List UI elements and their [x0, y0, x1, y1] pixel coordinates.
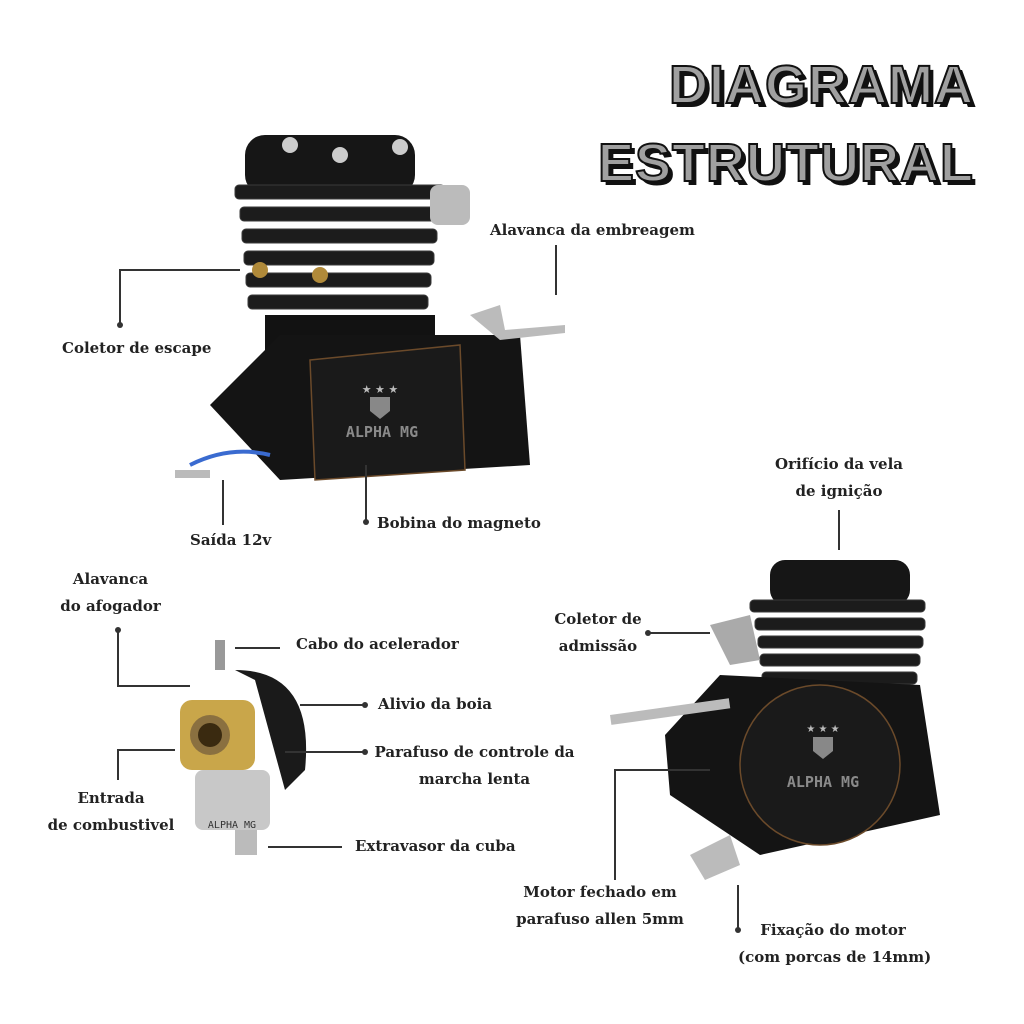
label-line: de combustivel — [47, 816, 175, 834]
leader-dot — [362, 749, 368, 755]
leader-line — [117, 749, 175, 751]
leader-line — [119, 269, 240, 271]
leader-line — [117, 685, 190, 687]
leader-line — [555, 245, 557, 295]
leader-line — [117, 630, 119, 686]
label-alivio-boia: Alivio da boia — [378, 695, 493, 713]
leader-line — [119, 270, 121, 325]
label-line: Coletor de — [554, 610, 642, 628]
leader-line — [365, 465, 367, 522]
label-line: Fixação do motor — [760, 921, 906, 939]
label-line: Orifício da vela — [775, 455, 903, 473]
brand-logo-text: ALPHA MG — [346, 423, 418, 441]
leader-dot — [735, 927, 741, 933]
label-line: admissão — [558, 637, 638, 655]
leader-dot — [115, 627, 121, 633]
carburetor-image: ALPHA MG — [180, 640, 307, 855]
brand-logo-text-2: ALPHA MG — [787, 773, 859, 791]
label-line: Parafuso de controle da — [374, 743, 575, 761]
label-line: do afogador — [60, 597, 161, 615]
leader-line — [117, 750, 119, 780]
label-motor-fechado: Motor fechado em parafuso allen 5mm — [515, 879, 685, 933]
leader-line — [614, 770, 616, 880]
engine-main-image: ★ ★ ★ ALPHA MG — [175, 135, 565, 481]
label-line: Alavanca — [72, 570, 149, 588]
label-alavanca-embreagem: Alavanca da embreagem — [490, 221, 695, 239]
label-cabo-acelerador: Cabo do acelerador — [296, 635, 459, 653]
leader-line — [614, 769, 710, 771]
leader-line — [268, 846, 342, 848]
leader-line — [285, 751, 365, 753]
svg-text:★ ★ ★: ★ ★ ★ — [362, 383, 399, 396]
label-extravasor: Extravasor da cuba — [355, 837, 516, 855]
label-orificio-vela: Orifício da vela de ignição — [768, 451, 910, 505]
label-line: (com porcas de 14mm) — [738, 948, 932, 966]
leader-dot — [363, 519, 369, 525]
label-fixacao-motor: Fixação do motor (com porcas de 14mm) — [738, 917, 932, 971]
label-coletor-admissao: Coletor de admissão — [553, 606, 643, 660]
leader-line — [235, 647, 280, 649]
label-alavanca-afogador: Alavanca do afogador — [58, 566, 163, 620]
label-line: marcha lenta — [418, 770, 531, 788]
label-line: parafuso allen 5mm — [516, 910, 684, 928]
leader-line — [300, 704, 365, 706]
leader-dot — [645, 630, 651, 636]
leader-dot — [117, 322, 123, 328]
leader-line — [222, 480, 224, 525]
label-line: Entrada — [77, 789, 145, 807]
label-bobina-magneto: Bobina do magneto — [377, 514, 541, 532]
svg-text:ALPHA MG: ALPHA MG — [208, 820, 256, 831]
label-saida-12v: Saída 12v — [190, 531, 272, 549]
label-entrada-combustivel: Entrada de combustivel — [45, 785, 177, 839]
title-line-1: DIAGRAMA — [668, 55, 974, 115]
label-parafuso-marcha-lenta: Parafuso de controle da marcha lenta — [372, 739, 577, 793]
leader-line — [838, 510, 840, 550]
title-line-2: ESTRUTURAL — [597, 133, 974, 193]
leader-line — [648, 632, 710, 634]
label-line: de ignição — [795, 482, 883, 500]
label-line: Motor fechado em — [523, 883, 677, 901]
leader-line — [737, 885, 739, 930]
leader-dot — [362, 702, 368, 708]
label-coletor-escape: Coletor de escape — [62, 339, 212, 357]
engine-side-image: ★ ★ ★ ALPHA MG — [610, 560, 940, 880]
svg-text:★ ★ ★: ★ ★ ★ — [806, 724, 839, 735]
